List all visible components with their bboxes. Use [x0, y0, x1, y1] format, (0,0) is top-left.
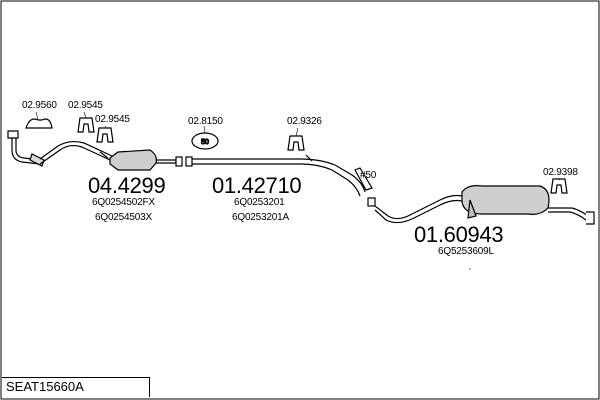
hardware-code-4: 02.8150	[188, 116, 223, 127]
hardware-code-1: 02.9560	[22, 100, 57, 111]
oe-number-2b: 6Q0253201A	[232, 212, 289, 223]
svg-text:50: 50	[201, 139, 209, 146]
clamp-02-8150: 50	[191, 132, 219, 150]
clamp-label: #50	[360, 170, 377, 181]
diagram-title: SEAT15660A	[6, 379, 84, 394]
hanger-3	[96, 127, 114, 143]
hardware-code-6: 02.9398	[543, 167, 578, 178]
middle-pipe	[185, 154, 373, 197]
oe-number-2a: 6Q0253201	[234, 197, 285, 208]
hardware-code-2: 02.9545	[68, 100, 103, 111]
leader-lines	[35, 111, 561, 270]
oe-number-3a: 6Q5253609L	[438, 246, 494, 257]
hanger-2	[77, 117, 95, 133]
part-number-1: 04.4299	[88, 173, 166, 198]
part-number-2: 01.42710	[212, 173, 302, 198]
hardware-code-3: 02.9545	[95, 114, 130, 125]
part-number-3: 01.60943	[414, 222, 504, 247]
hanger-02-9398	[550, 178, 568, 194]
catalytic-converter	[109, 149, 183, 171]
front-pipe	[7, 130, 113, 167]
hanger-02-9326	[287, 135, 305, 151]
oe-number-1b: 6Q0254503X	[95, 212, 152, 223]
oe-number-1a: 6Q0254502FX	[92, 197, 155, 208]
hardware-code-5: 02.9326	[287, 116, 322, 127]
rear-section	[367, 185, 595, 225]
hanger-1	[25, 118, 53, 129]
title-box	[2, 377, 150, 397]
